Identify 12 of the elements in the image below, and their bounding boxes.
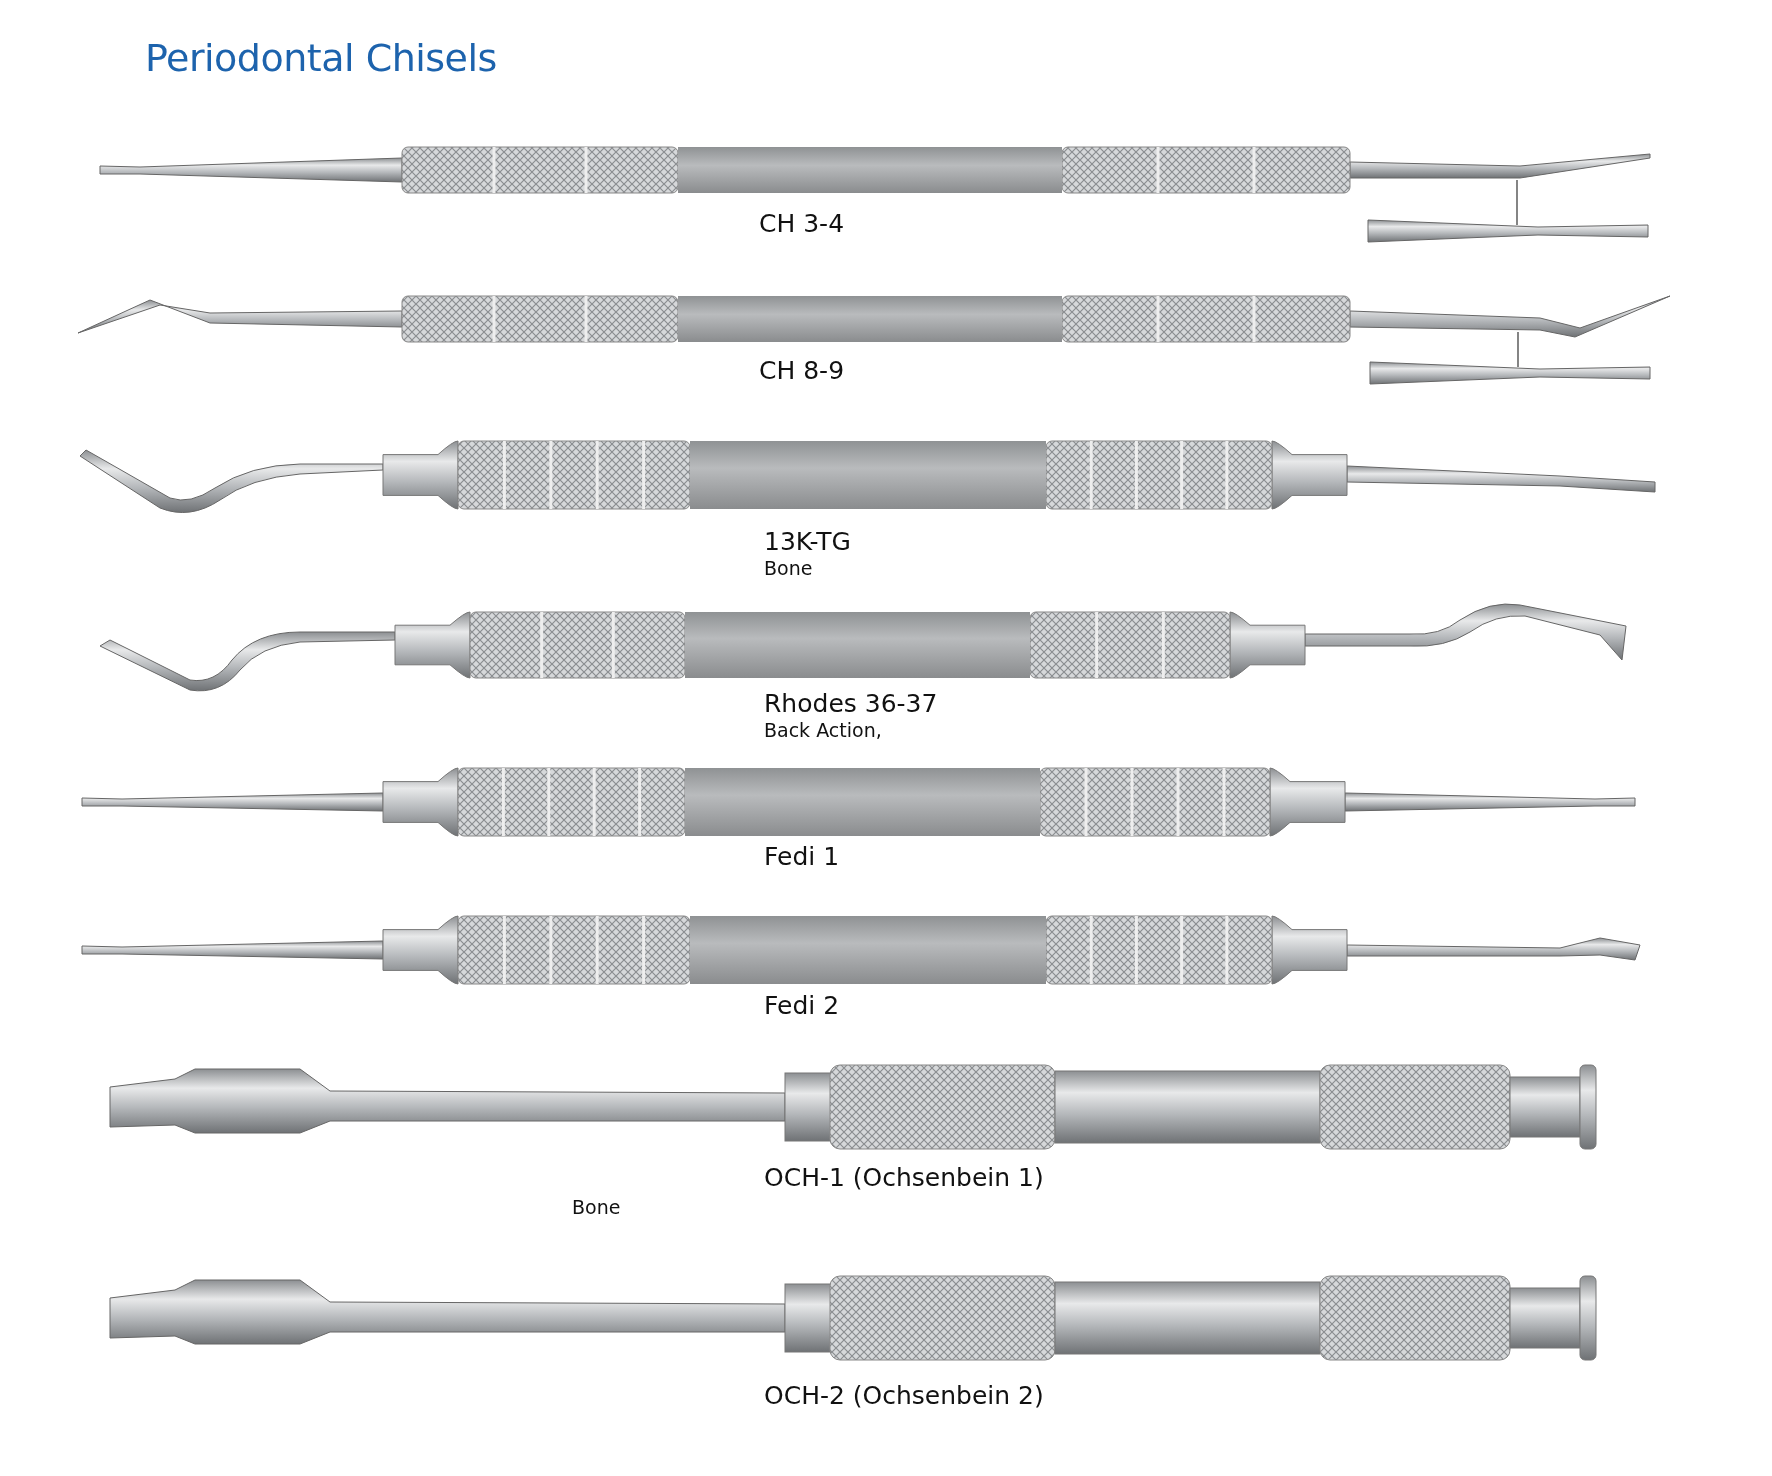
instrument-name: 13K-TG — [764, 528, 851, 557]
instrument-name: Rhodes 36-37 — [764, 690, 938, 719]
instrument-name: CH 3-4 — [759, 210, 845, 239]
instrument-name: CH 8-9 — [759, 357, 845, 386]
instrument-name: OCH-1 (Ochsenbein 1) — [764, 1164, 1044, 1193]
title: Periodontal Chisels — [145, 36, 497, 80]
instrument-note: Bone — [572, 1197, 621, 1219]
instrument-name: Fedi 1 — [764, 843, 840, 872]
instrument-note: Bone — [764, 558, 813, 580]
instrument-name: Fedi 2 — [764, 992, 840, 1021]
instrument-name: OCH-2 (Ochsenbein 2) — [764, 1382, 1044, 1411]
instrument-note: Back Action, — [764, 720, 882, 742]
